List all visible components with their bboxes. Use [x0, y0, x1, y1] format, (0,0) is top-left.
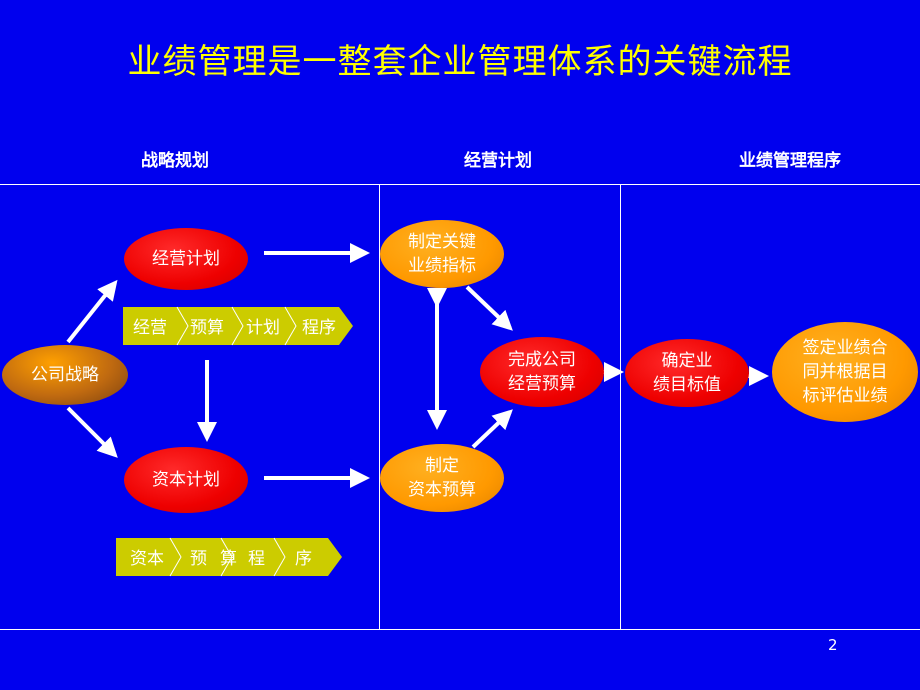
column-divider-2 [620, 184, 621, 629]
chevron-capital-label-3: 算 [220, 549, 237, 569]
column-divider-1 [379, 184, 380, 629]
chevron-row-business: 经营 预算 计划 程序 [123, 306, 353, 346]
bottom-divider [0, 629, 920, 630]
node-complete-budget: 完成公司 经营预算 [480, 337, 604, 407]
chevron-capital-label-4: 程 [248, 549, 265, 569]
chevron-capital-label-2: 预 [190, 549, 207, 569]
arrow-strategy-to-capital-plan [66, 406, 118, 458]
node-set-capital-budget: 制定 资本预算 [380, 444, 504, 512]
column-header-performance: 业绩管理程序 [739, 151, 841, 171]
chevron-business-2 [177, 307, 243, 345]
chevron-capital-4 [274, 538, 342, 576]
chevron-capital-label-5: 序 [295, 549, 312, 569]
column-header-business-plan: 经营计划 [464, 151, 532, 171]
chevron-business-1 [123, 307, 188, 345]
page-number: 2 [828, 636, 838, 654]
arrow-kpi-to-budget [465, 285, 513, 331]
node-capital-plan: 资本计划 [124, 447, 248, 513]
node-set-kpi: 制定关键 业绩指标 [380, 220, 504, 288]
chevron-capital-1 [116, 538, 181, 576]
chevron-business-label-1: 经营 [133, 318, 167, 338]
chevron-business-4 [285, 307, 353, 345]
chevron-capital-label-1: 资本 [130, 549, 164, 569]
node-set-targets: 确定业 绩目标值 [625, 339, 749, 407]
chevron-row-capital: 资本 预 算 程 序 [116, 537, 342, 577]
slide-title: 业绩管理是一整套企业管理体系的关键流程 [127, 42, 793, 82]
arrow-strategy-to-business-plan [66, 279, 118, 344]
chevron-capital-3 [221, 538, 285, 576]
arrow-capital-to-budget [471, 409, 513, 449]
chevron-business-3 [232, 307, 296, 345]
node-business-plan: 经营计划 [124, 228, 248, 290]
node-company-strategy: 公司战略 [2, 345, 128, 405]
chevron-business-label-2: 预算 [190, 318, 224, 338]
column-header-strategy: 战略规划 [141, 151, 209, 171]
chevron-capital-2 [170, 538, 232, 576]
chevron-business-label-3: 计划 [246, 318, 280, 338]
top-divider [0, 184, 920, 185]
chevron-business-label-4: 程序 [302, 318, 336, 338]
node-sign-contract: 签定业绩合 同并根据目 标评估业绩 [772, 322, 918, 422]
